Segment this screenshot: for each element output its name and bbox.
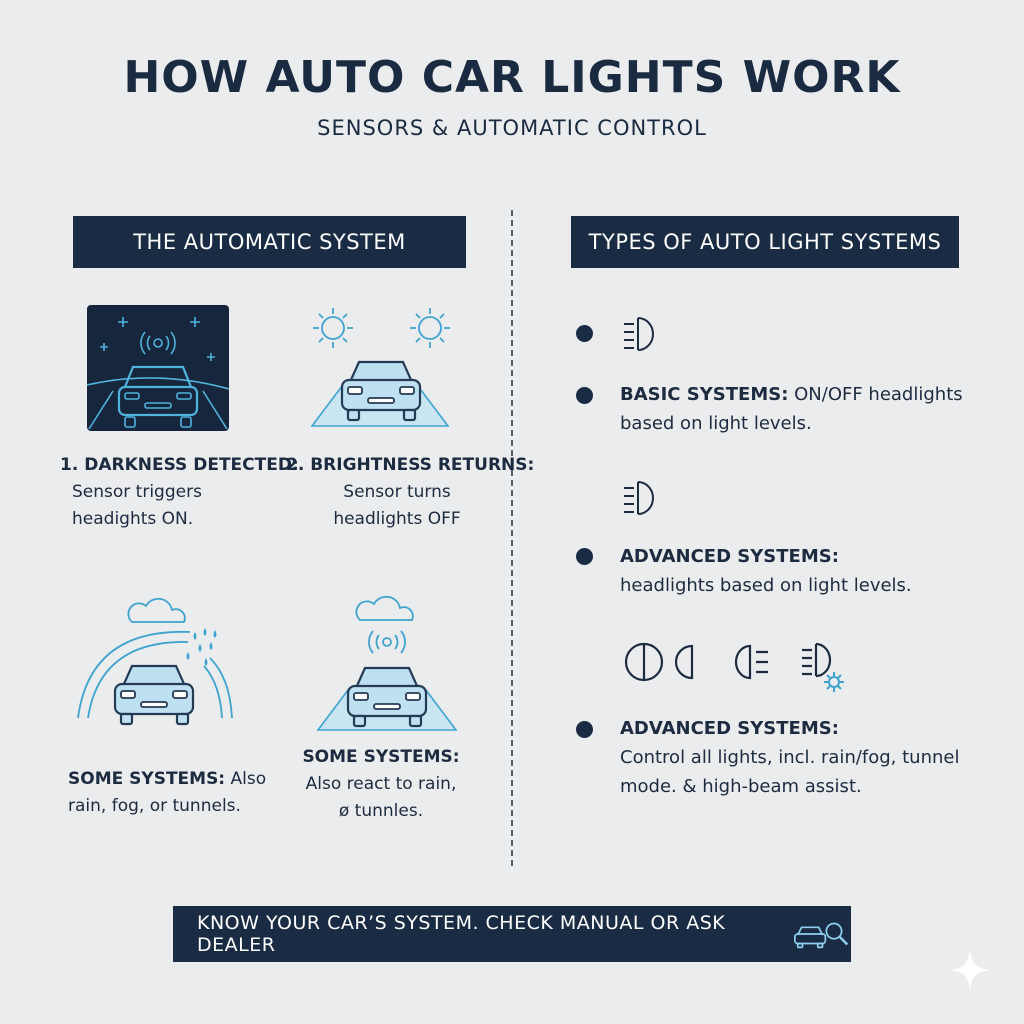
sparkle-icon xyxy=(950,950,990,990)
car-search-icon xyxy=(793,922,849,949)
step-title: 2. BRIGHTNESS RETURNS: xyxy=(286,455,535,475)
step-1-caption: 1. DARKNESS DETECTED: Sensor triggers he… xyxy=(60,452,299,533)
bullet xyxy=(576,721,593,738)
item-key: ADVANCED SYSTEMS: xyxy=(620,546,839,567)
step-text: Sensor triggers xyxy=(72,482,202,502)
section-heading-types: TYPES OF AUTO LIGHT SYSTEMS xyxy=(571,216,959,268)
bullet xyxy=(576,325,593,342)
step-title: SOME SYSTEMS: xyxy=(302,747,460,767)
night-car-icon xyxy=(87,305,229,431)
step-title: 1. DARKNESS DETECTED: xyxy=(60,455,299,475)
daylight-car-icon xyxy=(310,308,450,427)
page-subtitle: SENSORS & AUTOMATIC CONTROL xyxy=(317,116,707,140)
rain-car-icon xyxy=(77,597,233,726)
step-text: Also xyxy=(225,769,267,789)
step-text: Sensor turns xyxy=(343,482,451,502)
basic-systems-item: BASIC SYSTEMS: ON/OFF headlights based o… xyxy=(620,380,980,438)
item-key: BASIC SYSTEMS: xyxy=(620,384,789,405)
light-symbols-row xyxy=(624,642,844,692)
item-text: mode. & high-beam assist. xyxy=(620,776,862,797)
page-title: HOW AUTO CAR LIGHTS WORK xyxy=(123,52,901,103)
step-text: headights ON. xyxy=(72,509,194,529)
item-text: headlights based on light levels. xyxy=(620,575,912,596)
footer-cta: KNOW YOUR CAR’S SYSTEM. CHECK MANUAL OR … xyxy=(197,912,726,956)
item-text: ON/OFF headlights xyxy=(788,384,963,405)
step-title: SOME SYSTEMS: xyxy=(68,769,226,789)
headlight-icon xyxy=(624,481,654,515)
section-heading-automatic-system: THE AUTOMATIC SYSTEM xyxy=(73,216,466,268)
item-key: ADVANCED SYSTEMS: xyxy=(620,718,839,739)
step-text: Also react to rain, xyxy=(305,774,457,794)
footer-banner: KNOW YOUR CAR’S SYSTEM. CHECK MANUAL OR … xyxy=(173,906,851,962)
headlight-icon xyxy=(624,317,654,351)
step-2-caption: 2. BRIGHTNESS RETURNS: Sensor turns head… xyxy=(286,452,535,533)
bullet xyxy=(576,387,593,404)
step-text: headlights OFF xyxy=(333,509,461,529)
step-4-caption: SOME SYSTEMS: Also react to rain, ø tunn… xyxy=(286,744,476,825)
item-text: based on light levels. xyxy=(620,413,812,434)
column-divider xyxy=(511,210,513,866)
step-3-caption: SOME SYSTEMS: Also rain, fog, or tunnels… xyxy=(68,766,288,820)
step-text: ø tunnles. xyxy=(338,801,424,821)
advanced-systems-full-item: ADVANCED SYSTEMS: Control all lights, in… xyxy=(620,714,1000,801)
advanced-systems-item: ADVANCED SYSTEMS: headlights based on li… xyxy=(620,542,980,600)
bullet xyxy=(576,548,593,565)
item-text: Control all lights, incl. rain/fog, tunn… xyxy=(620,747,960,768)
sensor-car-icon xyxy=(316,595,458,731)
step-text: rain, fog, or tunnels. xyxy=(68,796,241,816)
